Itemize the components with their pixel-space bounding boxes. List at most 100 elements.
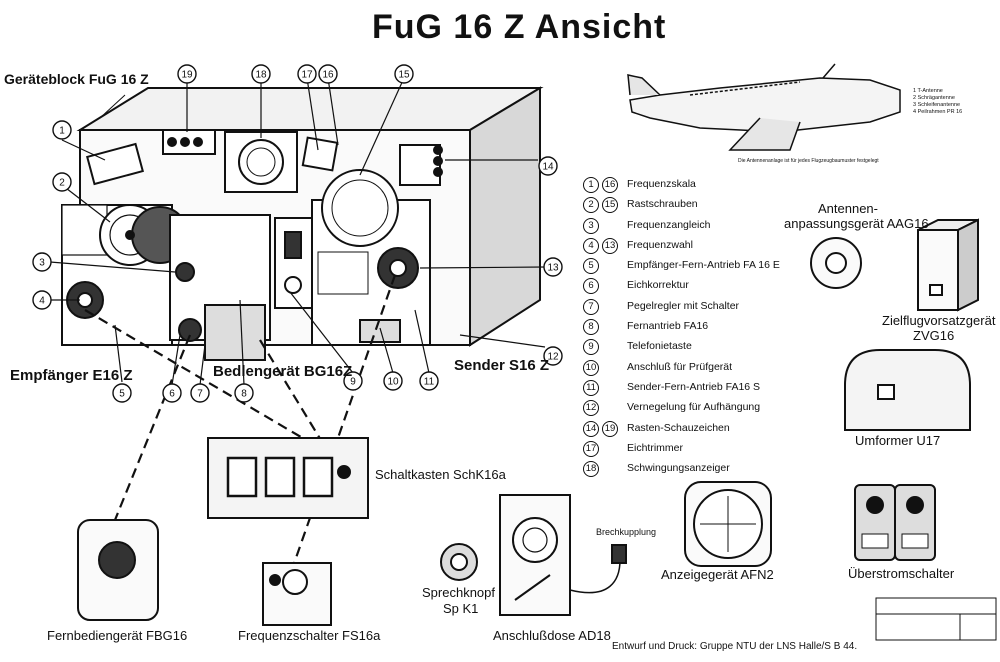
antenna-legend-item: 2 Schrägantenne xyxy=(913,95,955,101)
legend-number-circle: 6 xyxy=(583,278,599,295)
callout-4: 4 xyxy=(32,290,52,310)
title-block xyxy=(875,597,997,641)
label-brechkupplung: Brechkupplung xyxy=(596,527,657,537)
legend-text: Eichtrimmer xyxy=(627,441,684,454)
label-schaltkasten: Schaltkasten SchK16a xyxy=(375,467,506,482)
legend-text: Schwingungsanzeiger xyxy=(627,462,730,475)
legend-text: Rastschrauben xyxy=(627,198,698,211)
callout-16: 16 xyxy=(318,64,338,84)
svg-text:18: 18 xyxy=(255,70,267,81)
callout-17: 17 xyxy=(297,64,317,84)
legend-number-circle: 18 xyxy=(583,461,599,478)
legend-number-circle: 5 xyxy=(583,258,599,275)
svg-text:5: 5 xyxy=(119,389,125,400)
footer-credit: Entwurf und Druck: Gruppe NTU der LNS Ha… xyxy=(612,641,858,652)
legend-text: Fernantrieb FA16 xyxy=(627,320,709,333)
callout-10: 10 xyxy=(383,371,403,391)
svg-text:6: 6 xyxy=(169,389,175,400)
legend-item: 9 Telefonietaste xyxy=(583,337,818,357)
label-zielflug-2: ZVG16 xyxy=(913,328,955,343)
callout-11: 11 xyxy=(419,371,439,391)
svg-text:10: 10 xyxy=(387,377,399,388)
svg-text:16: 16 xyxy=(322,70,334,81)
aircraft-caption: Die Antennenanlage ist für jedes Flugzeu… xyxy=(738,158,879,164)
legend-item: 11 Sender-Fern-Antrieb FA16 S xyxy=(583,378,818,398)
legend-text: Eichkorrektur xyxy=(627,279,689,292)
legend-number-circle: 9 xyxy=(583,339,599,356)
legend-number-circle: 4 xyxy=(583,237,599,254)
label-bediengeraet: Bedlengerät BG16Z xyxy=(213,363,353,380)
callout-3: 3 xyxy=(32,252,52,272)
antenna-legend-item: 3 Schleifenantenne xyxy=(913,102,961,108)
label-antennen-2: anpassungsgerät AAG16 xyxy=(784,216,929,231)
legend-text: Anschluß für Prüfgerät xyxy=(627,360,733,373)
callout-2: 2 xyxy=(52,172,72,192)
svg-text:12: 12 xyxy=(547,352,559,363)
svg-text:8: 8 xyxy=(241,389,247,400)
legend-number-circle: 19 xyxy=(602,420,618,437)
legend-text: Rasten-Schauzeichen xyxy=(627,421,730,434)
svg-text:13: 13 xyxy=(547,263,559,274)
label-anschlussdose: Anschlußdose AD18 xyxy=(493,628,611,643)
legend-item: 6 Eichkorrektur xyxy=(583,276,818,296)
label-geraeteblock: Geräteblock FuG 16 Z xyxy=(4,71,149,87)
svg-text:11: 11 xyxy=(424,377,435,388)
svg-text:3: 3 xyxy=(39,258,45,269)
svg-text:15: 15 xyxy=(398,70,410,81)
legend-number-circle: 2 xyxy=(583,197,599,214)
svg-text:7: 7 xyxy=(197,389,203,400)
label-sprechknopf-id: Sp K1 xyxy=(443,601,479,616)
label-zielflug-1: Zielflugvorsatzgerät xyxy=(882,313,996,328)
legend-number-circle: 11 xyxy=(583,379,599,396)
antenna-legend-item: 1 T-Antenne xyxy=(913,88,943,94)
callout-8: 8 xyxy=(234,383,254,403)
legend-item: 18 Schwingungsanzeiger xyxy=(583,459,818,479)
legend-number-circle: 12 xyxy=(583,400,599,417)
callout-9: 9 xyxy=(343,371,363,391)
legend-item: 10 Anschluß für Prüfgerät xyxy=(583,358,818,378)
callout-12: 12 xyxy=(543,346,563,366)
legend-number-circle: 10 xyxy=(583,359,599,376)
svg-text:1: 1 xyxy=(59,126,65,137)
antenna-legend: 1 T-Antenne 2 Schrägantenne 3 Schleifena… xyxy=(913,88,962,116)
legend-text: Telefonietaste xyxy=(627,340,692,353)
callout-7: 7 xyxy=(190,383,210,403)
legend-text: Frequenzwahl xyxy=(627,238,693,251)
svg-text:14: 14 xyxy=(542,162,554,173)
svg-text:4: 4 xyxy=(39,296,45,307)
legend-number-circle: 7 xyxy=(583,298,599,315)
legend-text: Sender-Fern-Antrieb FA16 S xyxy=(627,380,761,393)
callout-13: 13 xyxy=(543,257,563,277)
legend-number-circle: 13 xyxy=(602,237,618,254)
callout-1: 1 xyxy=(52,120,72,140)
label-ueberstromschalter: Überstromschalter xyxy=(848,566,955,581)
callout-19: 19 xyxy=(177,64,197,84)
label-sender: Sender S16 Z xyxy=(454,357,550,374)
legend-number-circle: 3 xyxy=(583,217,599,234)
svg-text:9: 9 xyxy=(350,377,356,388)
zielflugvorsatzgeraet-box xyxy=(917,229,959,311)
legend-text: Pegelregler mit Schalter xyxy=(627,299,740,312)
svg-text:19: 19 xyxy=(181,70,193,81)
legend-text: Frequenzskala xyxy=(627,178,696,190)
legend-item: 7 Pegelregler mit Schalter xyxy=(583,297,818,317)
legend-number-circle: 1 xyxy=(583,177,599,193)
umformer-box xyxy=(844,349,971,431)
label-empfaenger: Empfänger E16 Z xyxy=(10,367,133,384)
label-umformer: Umformer U17 xyxy=(855,433,941,448)
callout-15: 15 xyxy=(394,64,414,84)
legend-number-circle: 16 xyxy=(602,177,618,193)
legend-text: Frequenzangleich xyxy=(627,218,711,231)
label-anzeigegeraet: Anzeigegerät AFN2 xyxy=(661,567,774,582)
